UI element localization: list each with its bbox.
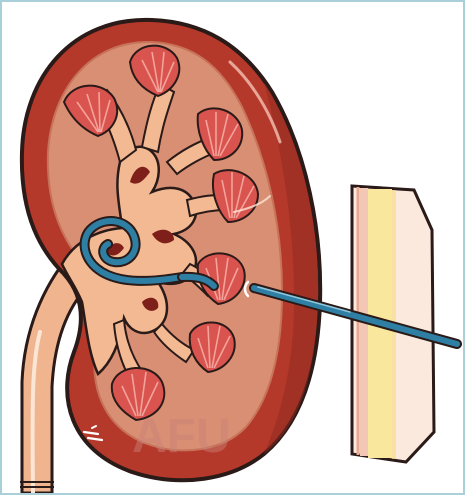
watermark-text: AFU <box>132 410 231 463</box>
